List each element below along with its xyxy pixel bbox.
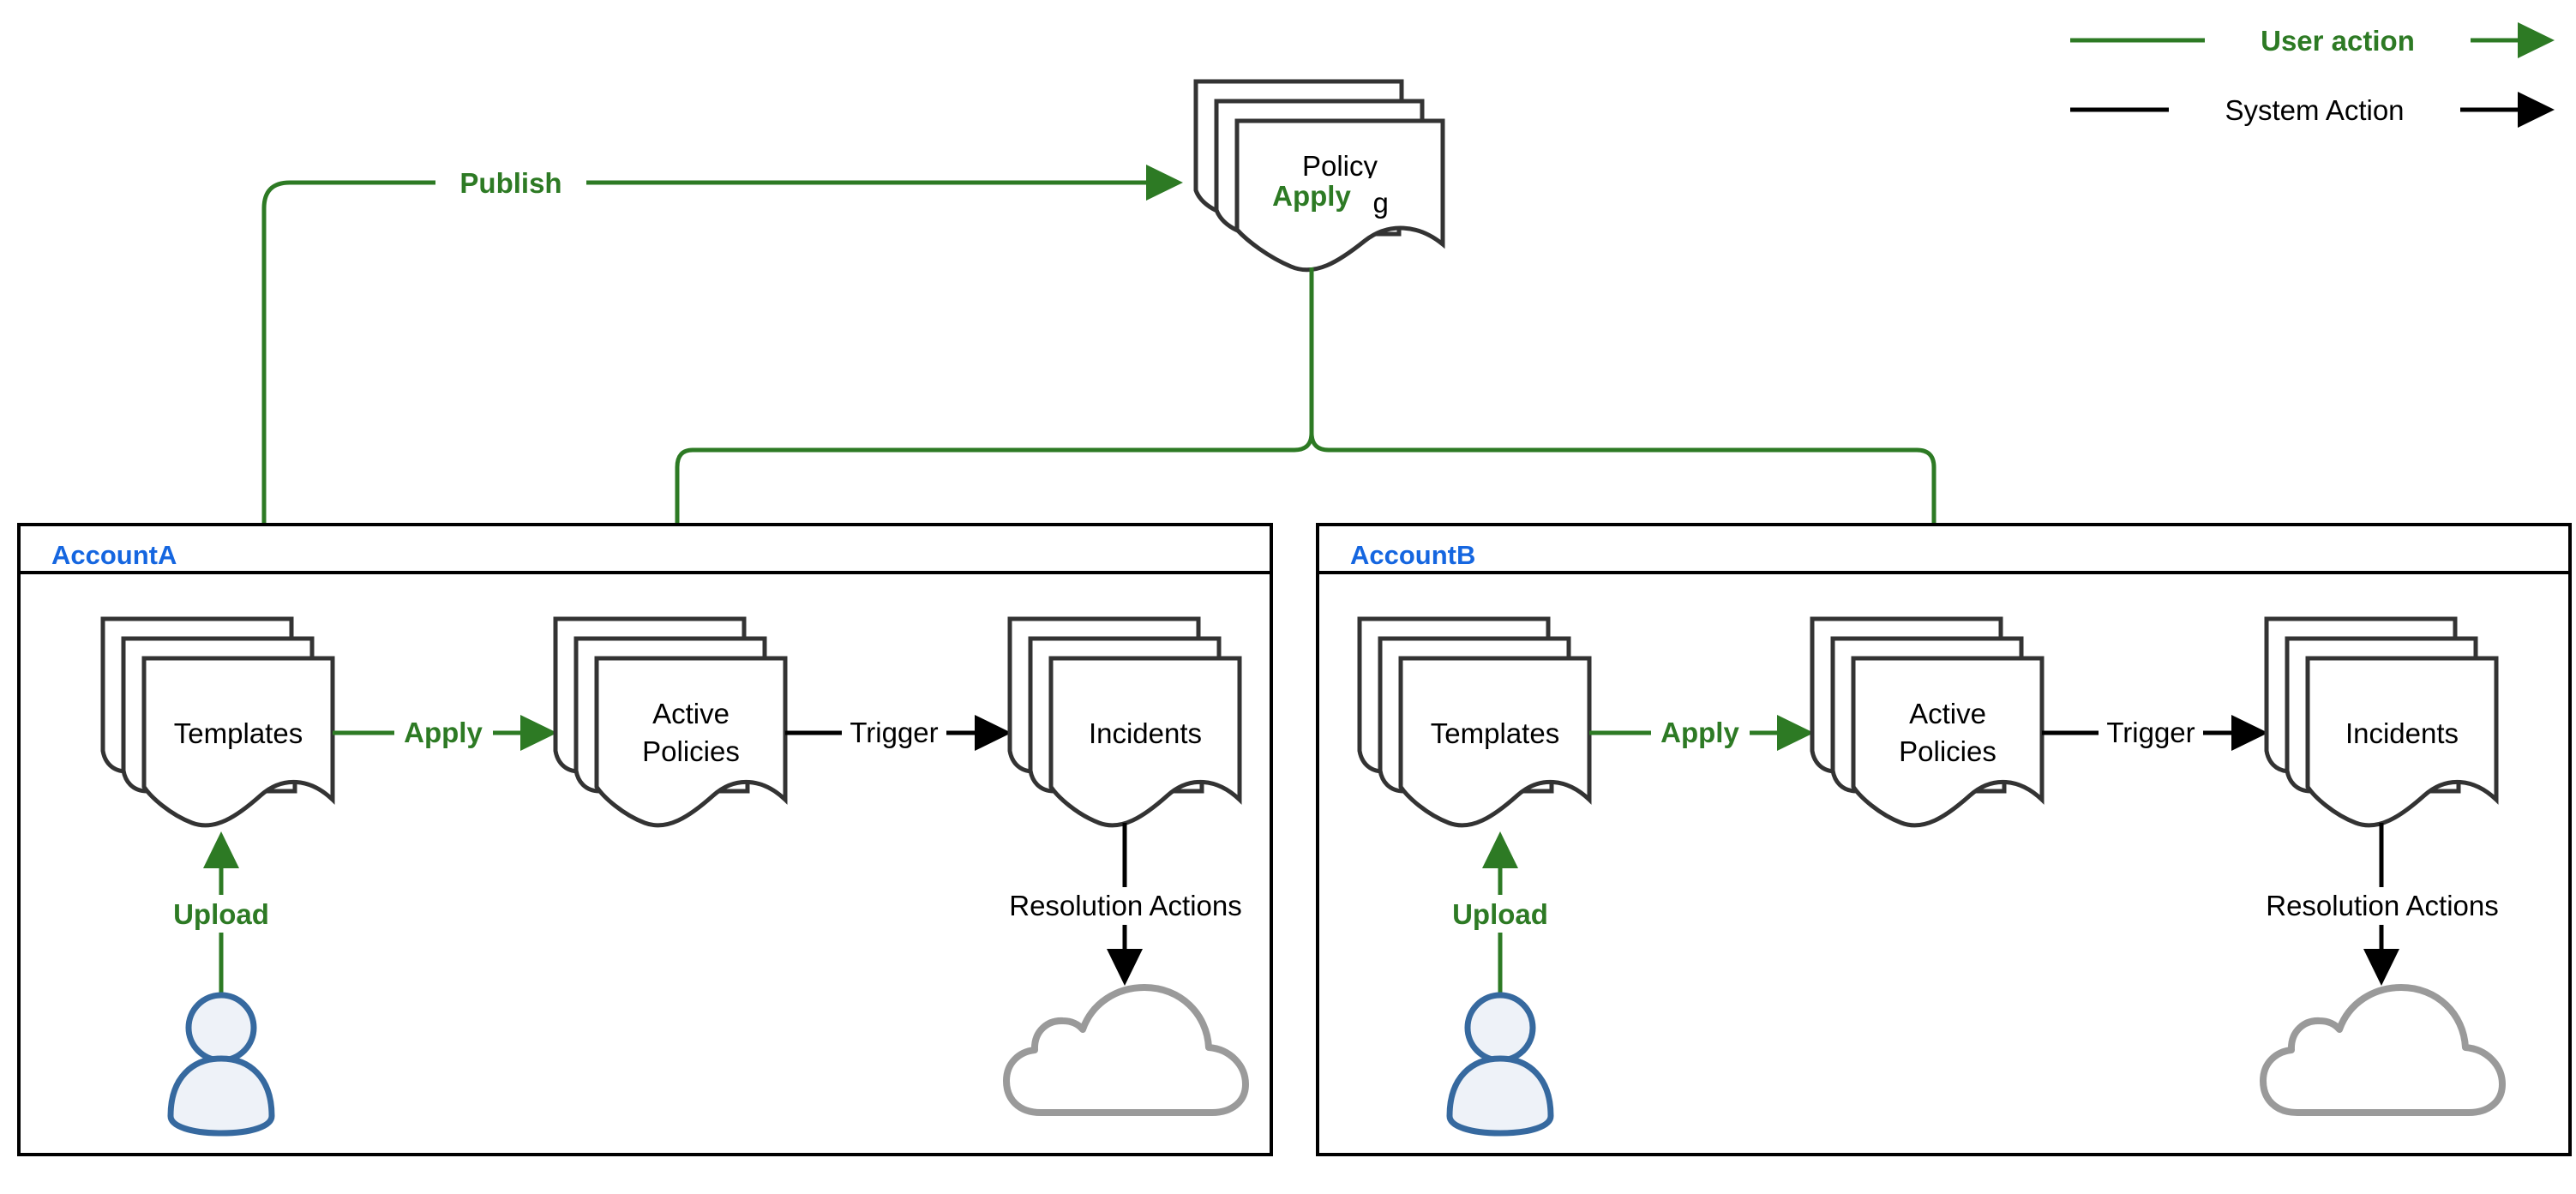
accountB-resolution-label-mask: [2241, 887, 2524, 925]
templates-label: Templates: [1431, 717, 1559, 749]
accountA-upload-label-mask: [159, 895, 289, 933]
person-head-icon: [1464, 992, 1536, 1064]
accountB-node-templates[interactable]: Templates: [1357, 616, 1592, 828]
accountA-upload-label: Upload: [173, 898, 269, 930]
templates-sheet-front: [141, 656, 335, 828]
active-policies-sheet-front: [1851, 656, 2045, 828]
edge-publish: Publish: [261, 164, 1184, 619]
incidents-sheet-front: [2305, 656, 2499, 828]
active-policies-label-line2: Policies: [1899, 735, 1997, 767]
accountB-label: AccountB: [1350, 540, 1475, 570]
active-policies-label-line1: Active: [652, 698, 730, 729]
accountB-upload-label: Upload: [1452, 898, 1548, 930]
accountB-user-actor[interactable]: [1446, 992, 1554, 1137]
cloud-icon: [2260, 984, 2506, 1116]
person-body-icon: [1446, 1055, 1554, 1137]
accountA-resolution-label-mask: [984, 887, 1267, 925]
accountA-edge-apply-local: Apply: [333, 715, 558, 751]
account-container-accountA[interactable]: AccountA Templates Apply Active Policies: [17, 523, 1273, 1156]
accountB-upload-label-mask: [1438, 895, 1568, 933]
accountB-trigger-label-mask: [2099, 715, 2203, 751]
cloud-icon: [1003, 984, 1249, 1116]
accountA-node-active-policies[interactable]: Active Policies: [553, 616, 788, 828]
accountA-edge-resolution: Resolution Actions: [984, 823, 1267, 987]
accountA-apply-label: Apply: [404, 717, 483, 748]
accountA-cloud[interactable]: [1003, 984, 1249, 1116]
legend-system-action-label: System Action: [2225, 94, 2404, 126]
accountB-apply-label: Apply: [1660, 717, 1739, 748]
active-policies-label-line2: Policies: [642, 735, 740, 767]
accountB-trigger-label: Trigger: [2106, 717, 2195, 748]
edge-apply-catalog-branch-b: [1309, 267, 1952, 615]
edge-publish-line: [261, 165, 1184, 619]
accountA-edge-upload: Upload: [159, 831, 289, 1001]
accountB-edge-apply-local: Apply: [1589, 715, 1815, 751]
person-head-icon: [185, 992, 257, 1064]
templates-label: Templates: [174, 717, 303, 749]
accountB-node-incidents[interactable]: Incidents: [2264, 616, 2499, 828]
active-policies-label-line1: Active: [1909, 698, 1986, 729]
accountB-cloud[interactable]: [2260, 984, 2506, 1116]
accountB-resolution-label: Resolution Actions: [2266, 890, 2499, 921]
edge-apply-catalog-label: Apply: [1272, 180, 1351, 212]
accountA-apply-label-mask: [394, 715, 493, 751]
legend-item-user-action: User action: [2070, 22, 2555, 58]
templates-sheet-front: [1398, 656, 1592, 828]
accountA-resolution-label: Resolution Actions: [1009, 890, 1242, 921]
incidents-label: Incidents: [2345, 717, 2459, 749]
edge-publish-label: Publish: [459, 167, 561, 199]
edge-apply-catalog: Apply: [659, 178, 1952, 615]
legend-item-system-action: System Action: [2070, 92, 2555, 128]
accountA-user-actor[interactable]: [167, 992, 275, 1137]
legend-user-action-label: User action: [2261, 25, 2415, 57]
active-policies-sheet-front: [594, 656, 788, 828]
accountA-node-incidents[interactable]: Incidents: [1007, 616, 1242, 828]
accountA-edge-trigger: Trigger: [785, 715, 1012, 751]
accountA-trigger-label-mask: [842, 715, 946, 751]
account-container-accountB[interactable]: AccountB Templates Apply Active Policies: [1316, 523, 2572, 1156]
accountB-apply-label-mask: [1651, 715, 1750, 751]
policy-catalog-label-line1: Policy: [1302, 150, 1378, 182]
accountB-edge-upload: Upload: [1438, 831, 1568, 1001]
incidents-sheet-front: [1048, 656, 1242, 828]
person-body-icon: [167, 1055, 275, 1137]
node-policy-catalog[interactable]: Policy Catalog: [1193, 79, 1445, 273]
accountB-node-active-policies[interactable]: Active Policies: [1810, 616, 2045, 828]
accountB-edge-trigger: Trigger: [2042, 715, 2269, 751]
accountA-trigger-label: Trigger: [850, 717, 938, 748]
legend: User action System Action: [2070, 22, 2555, 128]
accountB-edge-resolution: Resolution Actions: [2241, 823, 2524, 987]
accountA-label: AccountA: [51, 540, 177, 570]
edge-apply-catalog-label-mask: [1253, 178, 1373, 214]
incidents-label: Incidents: [1089, 717, 1202, 749]
edge-publish-label-mask: [435, 164, 586, 201]
accountA-node-templates[interactable]: Templates: [100, 616, 335, 828]
